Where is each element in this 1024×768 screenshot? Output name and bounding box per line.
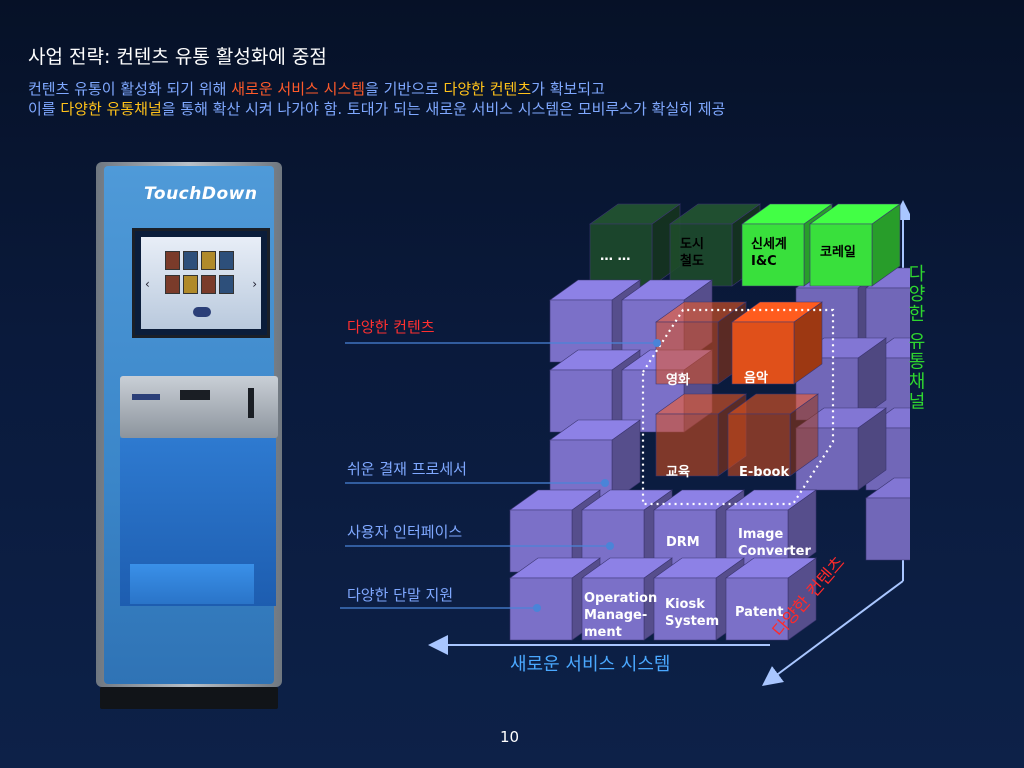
thumbnail bbox=[183, 251, 198, 270]
cube-label-etc: … … bbox=[600, 249, 631, 264]
cube-back-1-front bbox=[865, 287, 910, 351]
leader-dot bbox=[653, 339, 661, 347]
label-diverse-contents: 다양한 컨텐츠 bbox=[347, 318, 435, 336]
subtitle-text: 을 기반으로 bbox=[365, 80, 444, 98]
cube-label-music: 음악 bbox=[744, 371, 768, 386]
kiosk-screen-button bbox=[193, 307, 211, 317]
kiosk-body: TouchDown ‹ › bbox=[104, 166, 278, 684]
slide-title: 사업 전략: 컨텐츠 유통 활성화에 중점 bbox=[28, 46, 327, 68]
cube-system-4-front bbox=[509, 577, 573, 641]
cube-channel-1-front bbox=[669, 223, 733, 287]
cube-label-shinsegae: 신세계 I&C bbox=[751, 237, 787, 269]
highlight-service-system: 새로운 서비스 시스템 bbox=[231, 80, 365, 98]
card-slot bbox=[180, 390, 210, 400]
thumbnail bbox=[201, 251, 216, 270]
cube-label-kiosk-system: Kiosk System bbox=[665, 597, 720, 629]
label-easy-payment: 쉬운 결재 프로세서 bbox=[347, 460, 467, 478]
kiosk-screen-content: ‹ › bbox=[141, 237, 261, 329]
leader-dot bbox=[601, 479, 609, 487]
thumbnail bbox=[165, 275, 180, 294]
subtitle-text: 이를 bbox=[28, 100, 61, 118]
cube-back-4-front bbox=[865, 497, 910, 561]
kiosk-thumbnails bbox=[165, 251, 237, 294]
thumbnail bbox=[201, 275, 216, 294]
cube-system-5-front bbox=[581, 577, 645, 641]
thumbnail bbox=[183, 275, 198, 294]
subtitle-text: 을 통해 확산 시켜 나가야 함. 토대가 되는 새로운 서비스 시스템은 모비… bbox=[161, 100, 726, 118]
thumbnail bbox=[219, 251, 234, 270]
subtitle-text: 컨텐츠 유통이 활성화 되기 위해 bbox=[28, 80, 232, 98]
leader-dot bbox=[533, 604, 541, 612]
kiosk-control-panel bbox=[120, 376, 278, 438]
cube-layer bbox=[509, 203, 910, 641]
kiosk-screen: ‹ › bbox=[132, 228, 270, 338]
page-number: 10 bbox=[500, 728, 520, 746]
cube-system-6-front bbox=[653, 577, 717, 641]
highlight-channels: 다양한 유통채널 bbox=[60, 100, 162, 118]
chevron-right-icon: › bbox=[252, 277, 257, 291]
cube-channel-2-front bbox=[741, 223, 805, 287]
highlight-contents: 다양한 컨텐츠 bbox=[443, 80, 532, 98]
cube-label-education: 교육 bbox=[666, 465, 690, 480]
kiosk-logo: TouchDown bbox=[144, 184, 258, 204]
subtitle-line-1: 컨텐츠 유통이 활성화 되기 위해 새로운 서비스 시스템을 기반으로 다양한 … bbox=[28, 78, 605, 99]
cube-graphic bbox=[340, 200, 910, 686]
kiosk-base bbox=[100, 687, 278, 709]
cube-label-metro: 도시 철도 bbox=[680, 237, 704, 269]
cube-label-operation-management: Operation Manage- ment bbox=[584, 591, 658, 640]
kiosk-tray bbox=[130, 564, 254, 604]
cube-content-ebook-front bbox=[727, 413, 791, 477]
cube-label-image-converter: Image Converter bbox=[738, 527, 811, 559]
cube-channel-3-front bbox=[809, 223, 873, 287]
cube-system-7-front bbox=[725, 577, 789, 641]
label-user-interface: 사용자 인터페이스 bbox=[347, 523, 463, 541]
content-selection-outline bbox=[641, 308, 835, 506]
axis-depth bbox=[761, 580, 904, 686]
axis-label-service-system: 새로운 서비스 시스템 bbox=[510, 654, 671, 675]
cube-label-drm: DRM bbox=[666, 535, 700, 550]
cube-label-patent: Patent bbox=[735, 605, 784, 620]
thumbnail bbox=[219, 275, 234, 294]
cube-content-education-front bbox=[655, 413, 719, 477]
reader-slot bbox=[132, 394, 160, 400]
cube-label-movie: 영화 bbox=[666, 373, 690, 388]
thumbnail bbox=[165, 251, 180, 270]
cube-content-movie-front bbox=[655, 321, 719, 385]
subtitle-line-2: 이를 다양한 유통채널을 통해 확산 시켜 나가야 함. 토대가 되는 새로운 … bbox=[28, 98, 725, 119]
kiosk-image: TouchDown ‹ › bbox=[96, 162, 282, 710]
chevron-left-icon: ‹ bbox=[145, 277, 150, 291]
cube-diagram: 다양한 컨텐츠 쉬운 결재 프로세서 사용자 인터페이스 다양한 단말 지원 …… bbox=[340, 186, 926, 686]
receipt-slot bbox=[248, 388, 254, 418]
leader-dot bbox=[606, 542, 614, 550]
cube-label-korail: 코레일 bbox=[820, 245, 856, 260]
cube-content-music-front bbox=[731, 321, 795, 385]
axis-label-channels: 다양한 유통채널 bbox=[905, 264, 926, 412]
cube-label-ebook: E-book bbox=[739, 465, 790, 480]
label-device-support: 다양한 단말 지원 bbox=[347, 586, 454, 604]
subtitle-text: 가 확보되고 bbox=[531, 80, 605, 98]
